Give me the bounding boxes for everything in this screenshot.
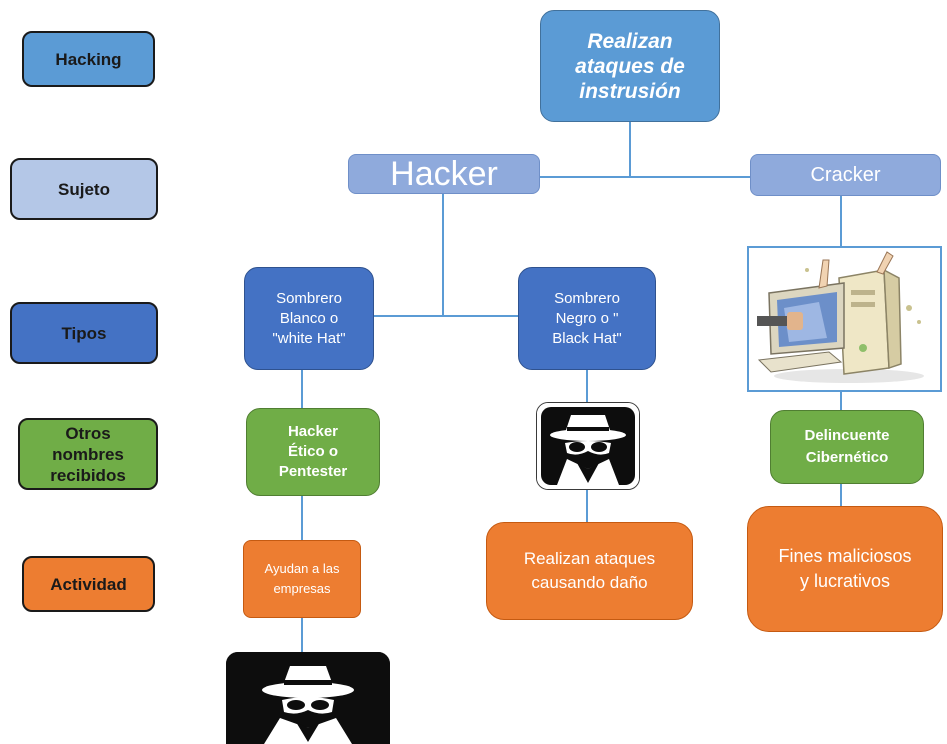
node-ayudan-empresas: Ayudan a las empresas [243, 540, 361, 618]
legend-sujeto-label: Sujeto [58, 179, 110, 199]
node-hacker: Hacker [348, 154, 540, 194]
spy-white-icon [226, 652, 390, 744]
node-hacker-label: Hacker [390, 155, 498, 193]
node-realizan-ataques-intrusion: Realizan ataques de instrusión [540, 10, 720, 122]
node-delincuente-label: Delincuente Cibernético [804, 427, 890, 466]
legend-otros: Otros nombres recibidos [18, 418, 158, 490]
node-hacker-etico: Hacker Ético o Pentester [246, 408, 380, 496]
node-realizan-ataques-danio: Realizan ataques causando daño [486, 522, 693, 620]
node-black-hat-label: Sombrero Negro o " Black Hat" [552, 289, 622, 347]
node-realizan-danio-label: Realizan ataques causando daño [523, 549, 656, 592]
legend-sujeto: Sujeto [10, 158, 158, 220]
node-white-hat: Sombrero Blanco o "white Hat" [244, 267, 374, 370]
node-fines-maliciosos: Fines maliciosos y lucrativos [747, 506, 943, 632]
node-hacker-etico-label: Hacker Ético o Pentester [278, 423, 348, 480]
legend-actividad: Actividad [22, 556, 155, 612]
node-cracker-label: Cracker [810, 164, 881, 186]
white-spy-icon-box [226, 652, 390, 744]
node-cracker: Cracker [750, 154, 941, 196]
node-black-hat: Sombrero Negro o " Black Hat" [518, 267, 656, 370]
cracker-computer-illustration [747, 246, 942, 392]
node-delincuente-cibernetico: Delincuente Cibernético [770, 410, 924, 484]
node-ayudan-label: Ayudan a las empresas [264, 561, 340, 596]
spy-black-icon [537, 403, 639, 489]
legend-tipos-label: Tipos [61, 323, 107, 343]
node-fines-label: Fines maliciosos y lucrativos [778, 546, 912, 591]
legend-tipos: Tipos [10, 302, 158, 364]
node-top-label: Realizan ataques de instrusión [575, 29, 685, 103]
legend-otros-label: Otros nombres recibidos [50, 423, 126, 485]
node-white-hat-label: Sombrero Blanco o "white Hat" [272, 289, 346, 347]
legend-actividad-label: Actividad [50, 574, 127, 594]
cracker-computer-icon [757, 251, 924, 383]
black-spy-icon-box [536, 402, 640, 490]
legend-hacking: Hacking [22, 31, 155, 87]
legend-hacking-label: Hacking [55, 49, 122, 69]
